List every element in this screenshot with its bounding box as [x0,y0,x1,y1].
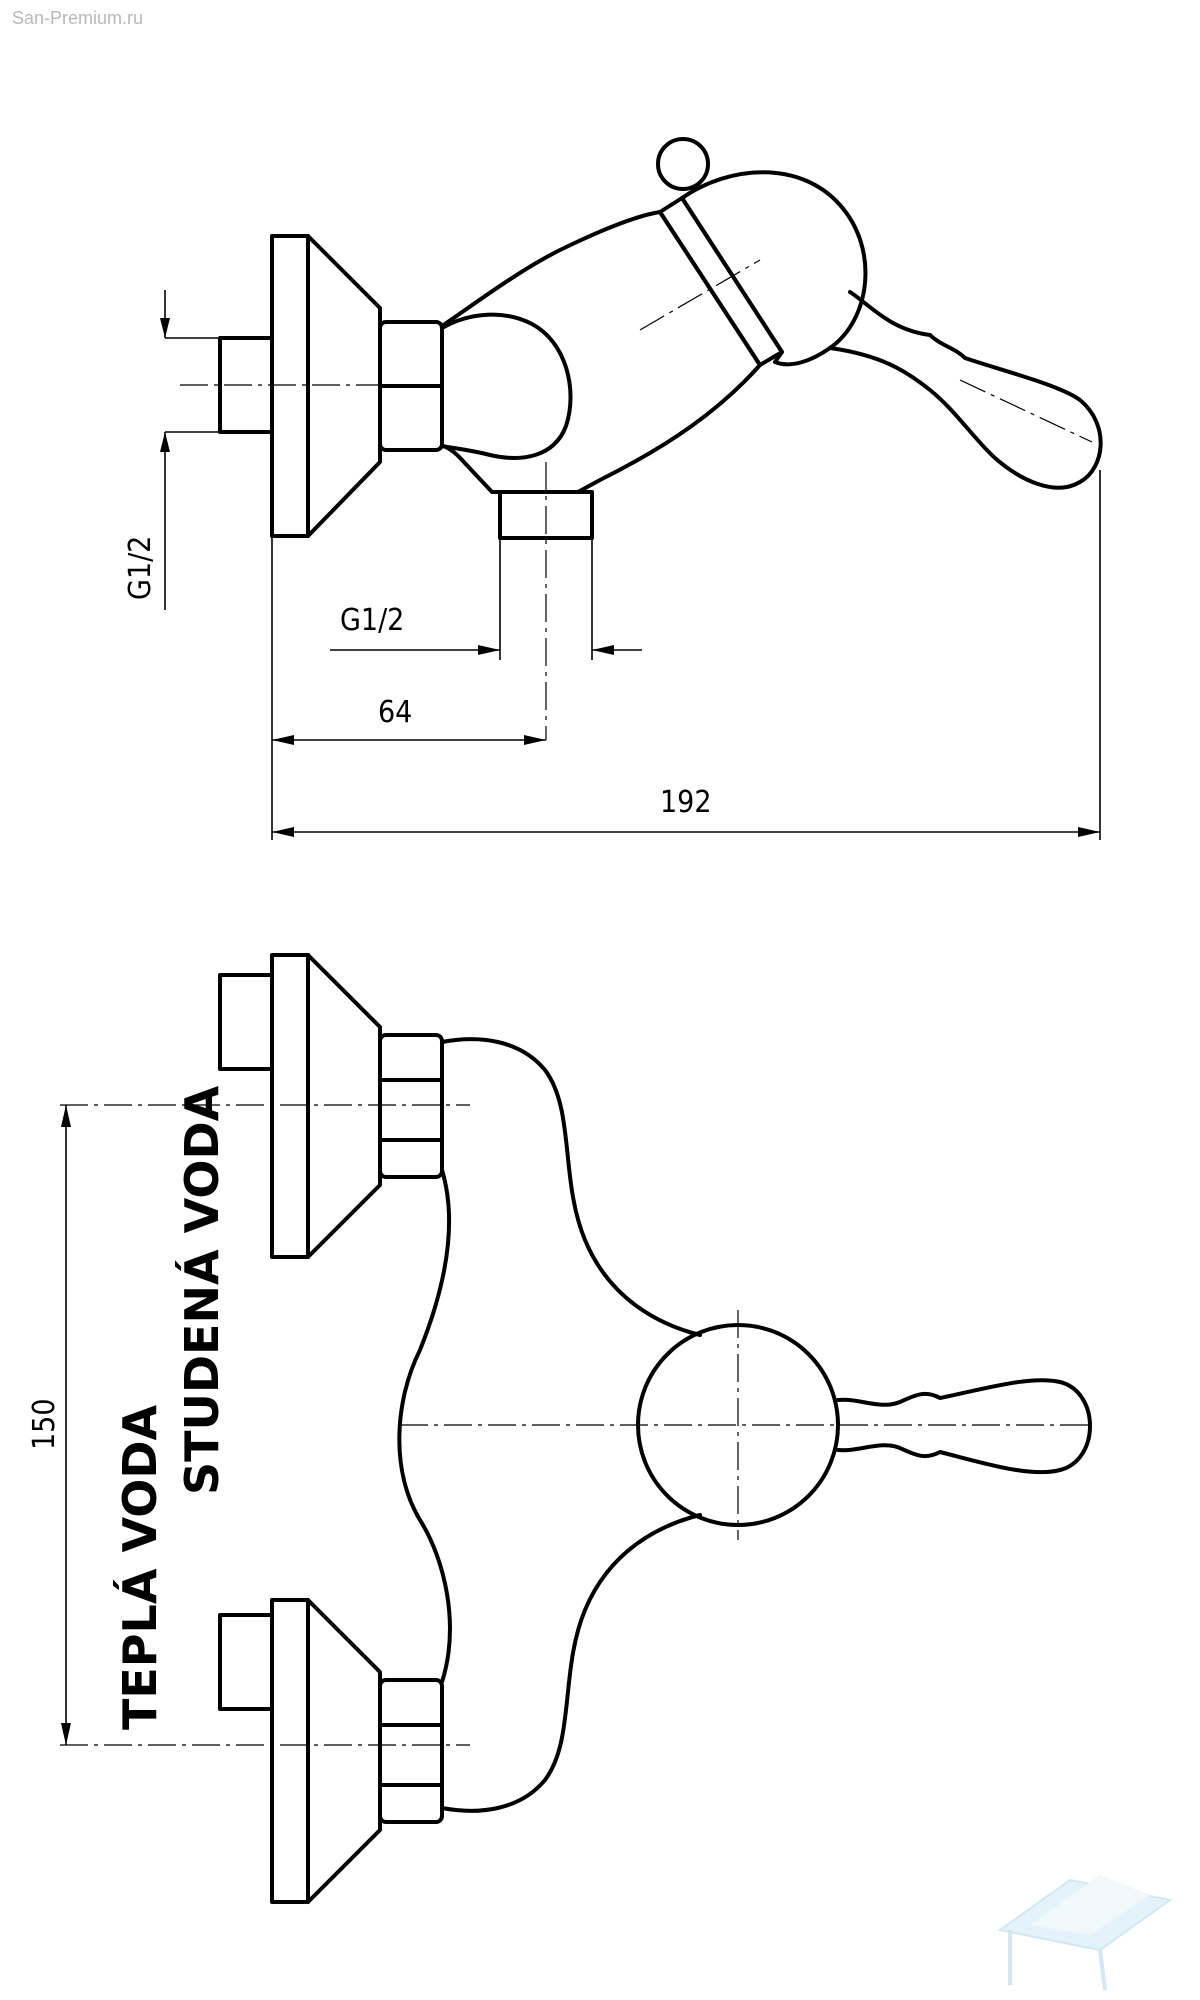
watermark-logo [997,1875,1173,1991]
side-top-knob [656,137,710,191]
dim-arrow [61,1105,71,1127]
front-bottom-flange [270,1598,310,1904]
dim-label-g12-outlet: G1/2 [340,603,404,638]
dim-arrow [272,735,294,745]
watermark-site-text: San-Premium.ru [12,8,144,28]
side-collar [658,196,784,367]
dim-label-192: 192 [660,785,712,820]
front-bottom-hex-nut [378,1678,444,1824]
side-body-inner-curve [440,312,573,460]
dim-label-64: 64 [378,695,412,730]
front-bottom-inlet-pipe [218,1613,274,1711]
front-top-hex-nut [378,1033,444,1179]
label-cold-water: STUDENÁ VODA [175,1085,229,1495]
front-lever-handle [836,1378,1092,1475]
label-hot-water: TEPLÁ VODA [113,1404,167,1730]
side-mixer-body [440,210,762,494]
front-mixer-body [397,1037,702,1813]
front-top-flange-cone [306,953,382,1259]
dim-arrow [524,735,546,745]
dim-label-150: 150 [27,1398,62,1450]
side-cartridge-centerline [639,259,761,331]
dim-arrow [272,827,294,837]
side-view: G1/2 G1/2 64 192 [123,137,1103,840]
dim-arrow [1078,827,1100,837]
dim-arrow [61,1723,71,1745]
dim-arrow [592,645,614,655]
side-flange-cone [306,234,382,538]
side-wall-flange [270,234,310,538]
dim-label-g12-inlet: G1/2 [123,536,158,600]
side-lever-handle [828,290,1103,490]
side-cartridge-dome [680,170,868,367]
side-outlet-pipe [498,490,594,540]
dim-arrow [160,318,170,338]
dim-arrow [478,645,500,655]
dim-arrow [160,432,170,452]
front-view: 150 STUDENÁ VODA TEPLÁ VODA [27,953,1092,1904]
front-bottom-flange-cone [306,1598,382,1904]
side-lever-centerline [959,379,1093,443]
front-top-flange [270,953,310,1259]
front-top-inlet-pipe [218,973,274,1071]
